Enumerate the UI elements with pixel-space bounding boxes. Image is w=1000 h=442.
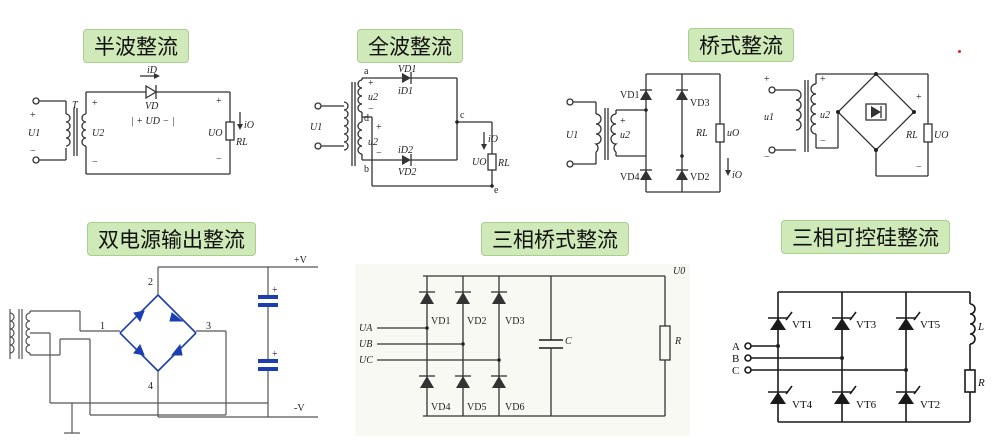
svg-text:u2: u2: [820, 110, 830, 121]
svg-text:VD6: VD6: [505, 402, 524, 413]
label-VD: VD: [145, 101, 159, 112]
svg-text:UC: UC: [359, 355, 373, 366]
svg-text:RL: RL: [497, 158, 510, 169]
svg-text:-V: -V: [294, 403, 305, 414]
svg-text:uO: uO: [727, 128, 739, 139]
svg-text:−: −: [92, 157, 98, 168]
svg-text:VT3: VT3: [856, 319, 877, 331]
svg-text:iD2: iD2: [398, 145, 413, 156]
label-iO: iO: [244, 120, 254, 131]
svg-text:3: 3: [206, 321, 211, 332]
label-RL: RL: [235, 137, 248, 148]
svg-text:a: a: [364, 66, 369, 77]
svg-text:C: C: [732, 365, 739, 377]
svg-text:+: +: [272, 285, 278, 296]
title-three-phase-bridge: 三相桥式整流: [481, 222, 629, 256]
svg-text:U0: U0: [673, 266, 685, 277]
svg-text:−: −: [30, 146, 36, 157]
svg-text:RL: RL: [695, 128, 708, 139]
svg-text:UO: UO: [472, 157, 486, 168]
label-UO: UO: [208, 128, 222, 139]
svg-text:+: +: [820, 74, 826, 85]
svg-text:+: +: [916, 92, 922, 103]
label-UD: | + UD − |: [131, 116, 174, 127]
svg-text:2: 2: [148, 277, 153, 288]
svg-text:U1: U1: [310, 122, 322, 133]
svg-text:+: +: [272, 349, 278, 360]
svg-text:d: d: [364, 113, 369, 124]
diagram-full-wave: a VD1 iD1 u2 + − U1 c iO d + u2 − iD2 VD…: [310, 62, 525, 194]
svg-text:iO: iO: [488, 134, 498, 145]
svg-text:u1: u1: [764, 112, 774, 123]
svg-text:UO: UO: [934, 130, 948, 141]
label-U1: U1: [28, 128, 40, 139]
svg-text:−: −: [764, 152, 770, 163]
svg-text:+: +: [216, 96, 222, 107]
svg-text:VD2: VD2: [690, 172, 709, 183]
svg-text:VD3: VD3: [505, 316, 524, 327]
svg-text:VT2: VT2: [920, 399, 940, 411]
diagram-bridge-2: + u1 + u2 − − + RL UO −: [762, 66, 952, 184]
label-T: T: [72, 100, 79, 111]
svg-text:VD2: VD2: [467, 316, 486, 327]
svg-text:VT5: VT5: [920, 319, 941, 331]
diagram-dual-supply: +V 2 1 3 4 -V + +: [0, 255, 330, 442]
svg-text:+: +: [92, 98, 98, 109]
svg-text:VD1: VD1: [398, 64, 416, 75]
svg-text:1: 1: [100, 321, 105, 332]
svg-text:RL: RL: [905, 130, 918, 141]
svg-text:VD2: VD2: [398, 167, 416, 178]
svg-text:+: +: [30, 110, 36, 121]
svg-text:−: −: [216, 154, 222, 165]
title-dual-supply: 双电源输出整流: [87, 222, 256, 256]
title-bridge: 桥式整流: [688, 28, 794, 62]
svg-text:VD3: VD3: [690, 98, 709, 109]
svg-text:VD4: VD4: [431, 402, 450, 413]
svg-text:U1: U1: [566, 130, 578, 141]
title-three-phase-scr: 三相可控硅整流: [781, 220, 950, 254]
svg-text:−: −: [376, 148, 382, 159]
label-U2: U2: [92, 128, 104, 139]
svg-text:−: −: [820, 136, 826, 147]
svg-text:UA: UA: [359, 323, 373, 334]
svg-text:L: L: [977, 321, 984, 333]
diagram-three-phase-bridge: U0 VD1 VD2 VD3 UA UB UC C R VD4 VD5 VD6: [355, 264, 690, 436]
svg-text:A: A: [732, 341, 740, 353]
svg-text:+: +: [764, 74, 770, 85]
diagram-three-phase-scr: VT1 VT3 VT5 L A B C R VT4 VT6 VT2: [730, 290, 992, 432]
svg-text:R: R: [674, 336, 681, 347]
svg-text:VD1: VD1: [431, 316, 450, 327]
marker-dot: [958, 50, 961, 53]
svg-text:−: −: [368, 104, 374, 115]
svg-text:+V: +V: [294, 255, 308, 266]
svg-text:R: R: [977, 377, 985, 389]
svg-text:b: b: [364, 164, 369, 175]
svg-text:+: +: [376, 122, 382, 133]
title-half-wave: 半波整流: [83, 29, 189, 63]
svg-text:u2: u2: [368, 92, 378, 103]
svg-text:VT1: VT1: [792, 319, 812, 331]
svg-text:−: −: [916, 162, 922, 173]
svg-text:VT4: VT4: [792, 399, 813, 411]
diagram-half-wave: T U1 + − U2 + − iD VD | + UD − | + − UO …: [28, 62, 270, 182]
label-iD: iD: [147, 65, 158, 76]
svg-text:VD1: VD1: [620, 90, 639, 101]
diagram-bridge-1: VD1 VD3 + u2 U1 RL uO VD4 VD2 iO: [560, 66, 750, 198]
svg-text:iD1: iD1: [398, 86, 413, 97]
svg-text:4: 4: [148, 381, 153, 392]
svg-text:C: C: [565, 336, 572, 347]
svg-text:+: +: [620, 116, 626, 127]
svg-text:iO: iO: [732, 170, 742, 181]
title-full-wave: 全波整流: [357, 29, 463, 63]
svg-text:UB: UB: [359, 339, 372, 350]
svg-text:VD5: VD5: [467, 402, 486, 413]
svg-text:VD4: VD4: [620, 172, 639, 183]
svg-text:VT6: VT6: [856, 399, 877, 411]
svg-text:e: e: [494, 185, 499, 194]
svg-text:u2: u2: [368, 137, 378, 148]
svg-text:B: B: [732, 353, 739, 365]
svg-text:+: +: [368, 78, 374, 89]
svg-text:u2: u2: [620, 130, 630, 141]
svg-text:c: c: [460, 110, 465, 121]
